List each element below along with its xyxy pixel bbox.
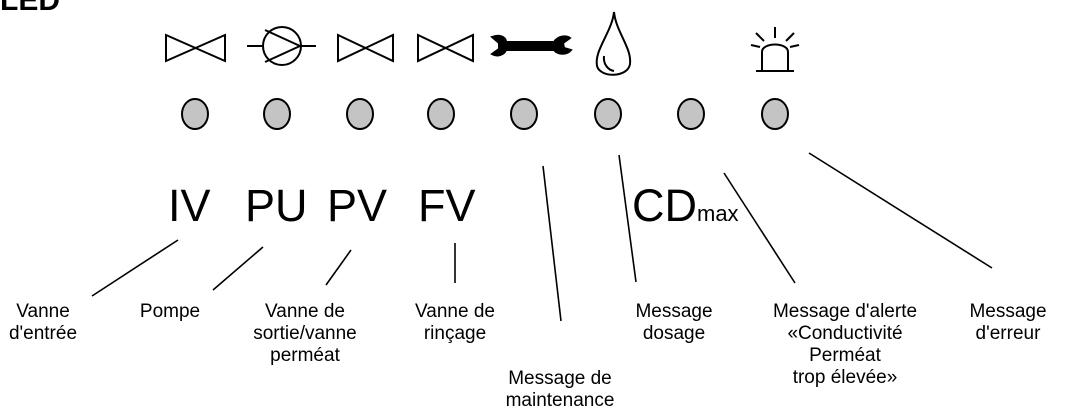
leader-line-iv [91, 239, 179, 297]
leader-line-error [808, 152, 993, 269]
code-pu: PU [245, 180, 308, 231]
inlet-valve-icon [165, 33, 226, 63]
led-cd-max [677, 98, 705, 130]
led-iv [181, 98, 209, 130]
label-maintenance-message: Message de maintenance [505, 368, 615, 411]
code-iv: IV [168, 180, 211, 231]
led-dosage [594, 98, 622, 130]
label-flush-valve: Vanne de rinçage [415, 301, 495, 344]
led-maintenance [510, 98, 538, 130]
label-pump: Pompe [139, 301, 201, 322]
led-fv [427, 98, 455, 130]
led-pu [263, 98, 291, 130]
label-error-message: Message d'erreur [969, 301, 1047, 344]
label-conductivity-alert: Message d'alerte «Conductivité Perméat t… [772, 301, 918, 388]
led-row [181, 98, 789, 130]
permeate-valve-icon [337, 33, 394, 63]
drop-icon [595, 11, 632, 76]
alarm-beacon-icon [750, 27, 800, 72]
flush-valve-icon [417, 33, 474, 63]
leader-line-dosage [618, 154, 637, 283]
code-cd-max: CDmax [632, 183, 739, 228]
diagram-heading: LED [0, 0, 60, 17]
leader-line-conductivity [723, 172, 796, 284]
led-pv [346, 98, 374, 130]
label-dosage-message: Message dosage [635, 301, 713, 344]
led-error [761, 98, 789, 130]
leader-line-pu [212, 246, 264, 291]
code-cd-subscript: max [697, 201, 739, 226]
label-inlet-valve: Vanne d'entrée [8, 301, 78, 344]
code-fv: FV [418, 180, 476, 231]
code-pv: PV [327, 180, 388, 231]
label-permeate-valve: Vanne de sortie/vanne perméat [253, 301, 357, 366]
leader-line-pv [325, 249, 352, 286]
code-cd: CD [632, 180, 697, 231]
wrench-icon [490, 34, 573, 57]
pump-icon [247, 26, 316, 66]
leader-line-maintenance [542, 165, 562, 322]
